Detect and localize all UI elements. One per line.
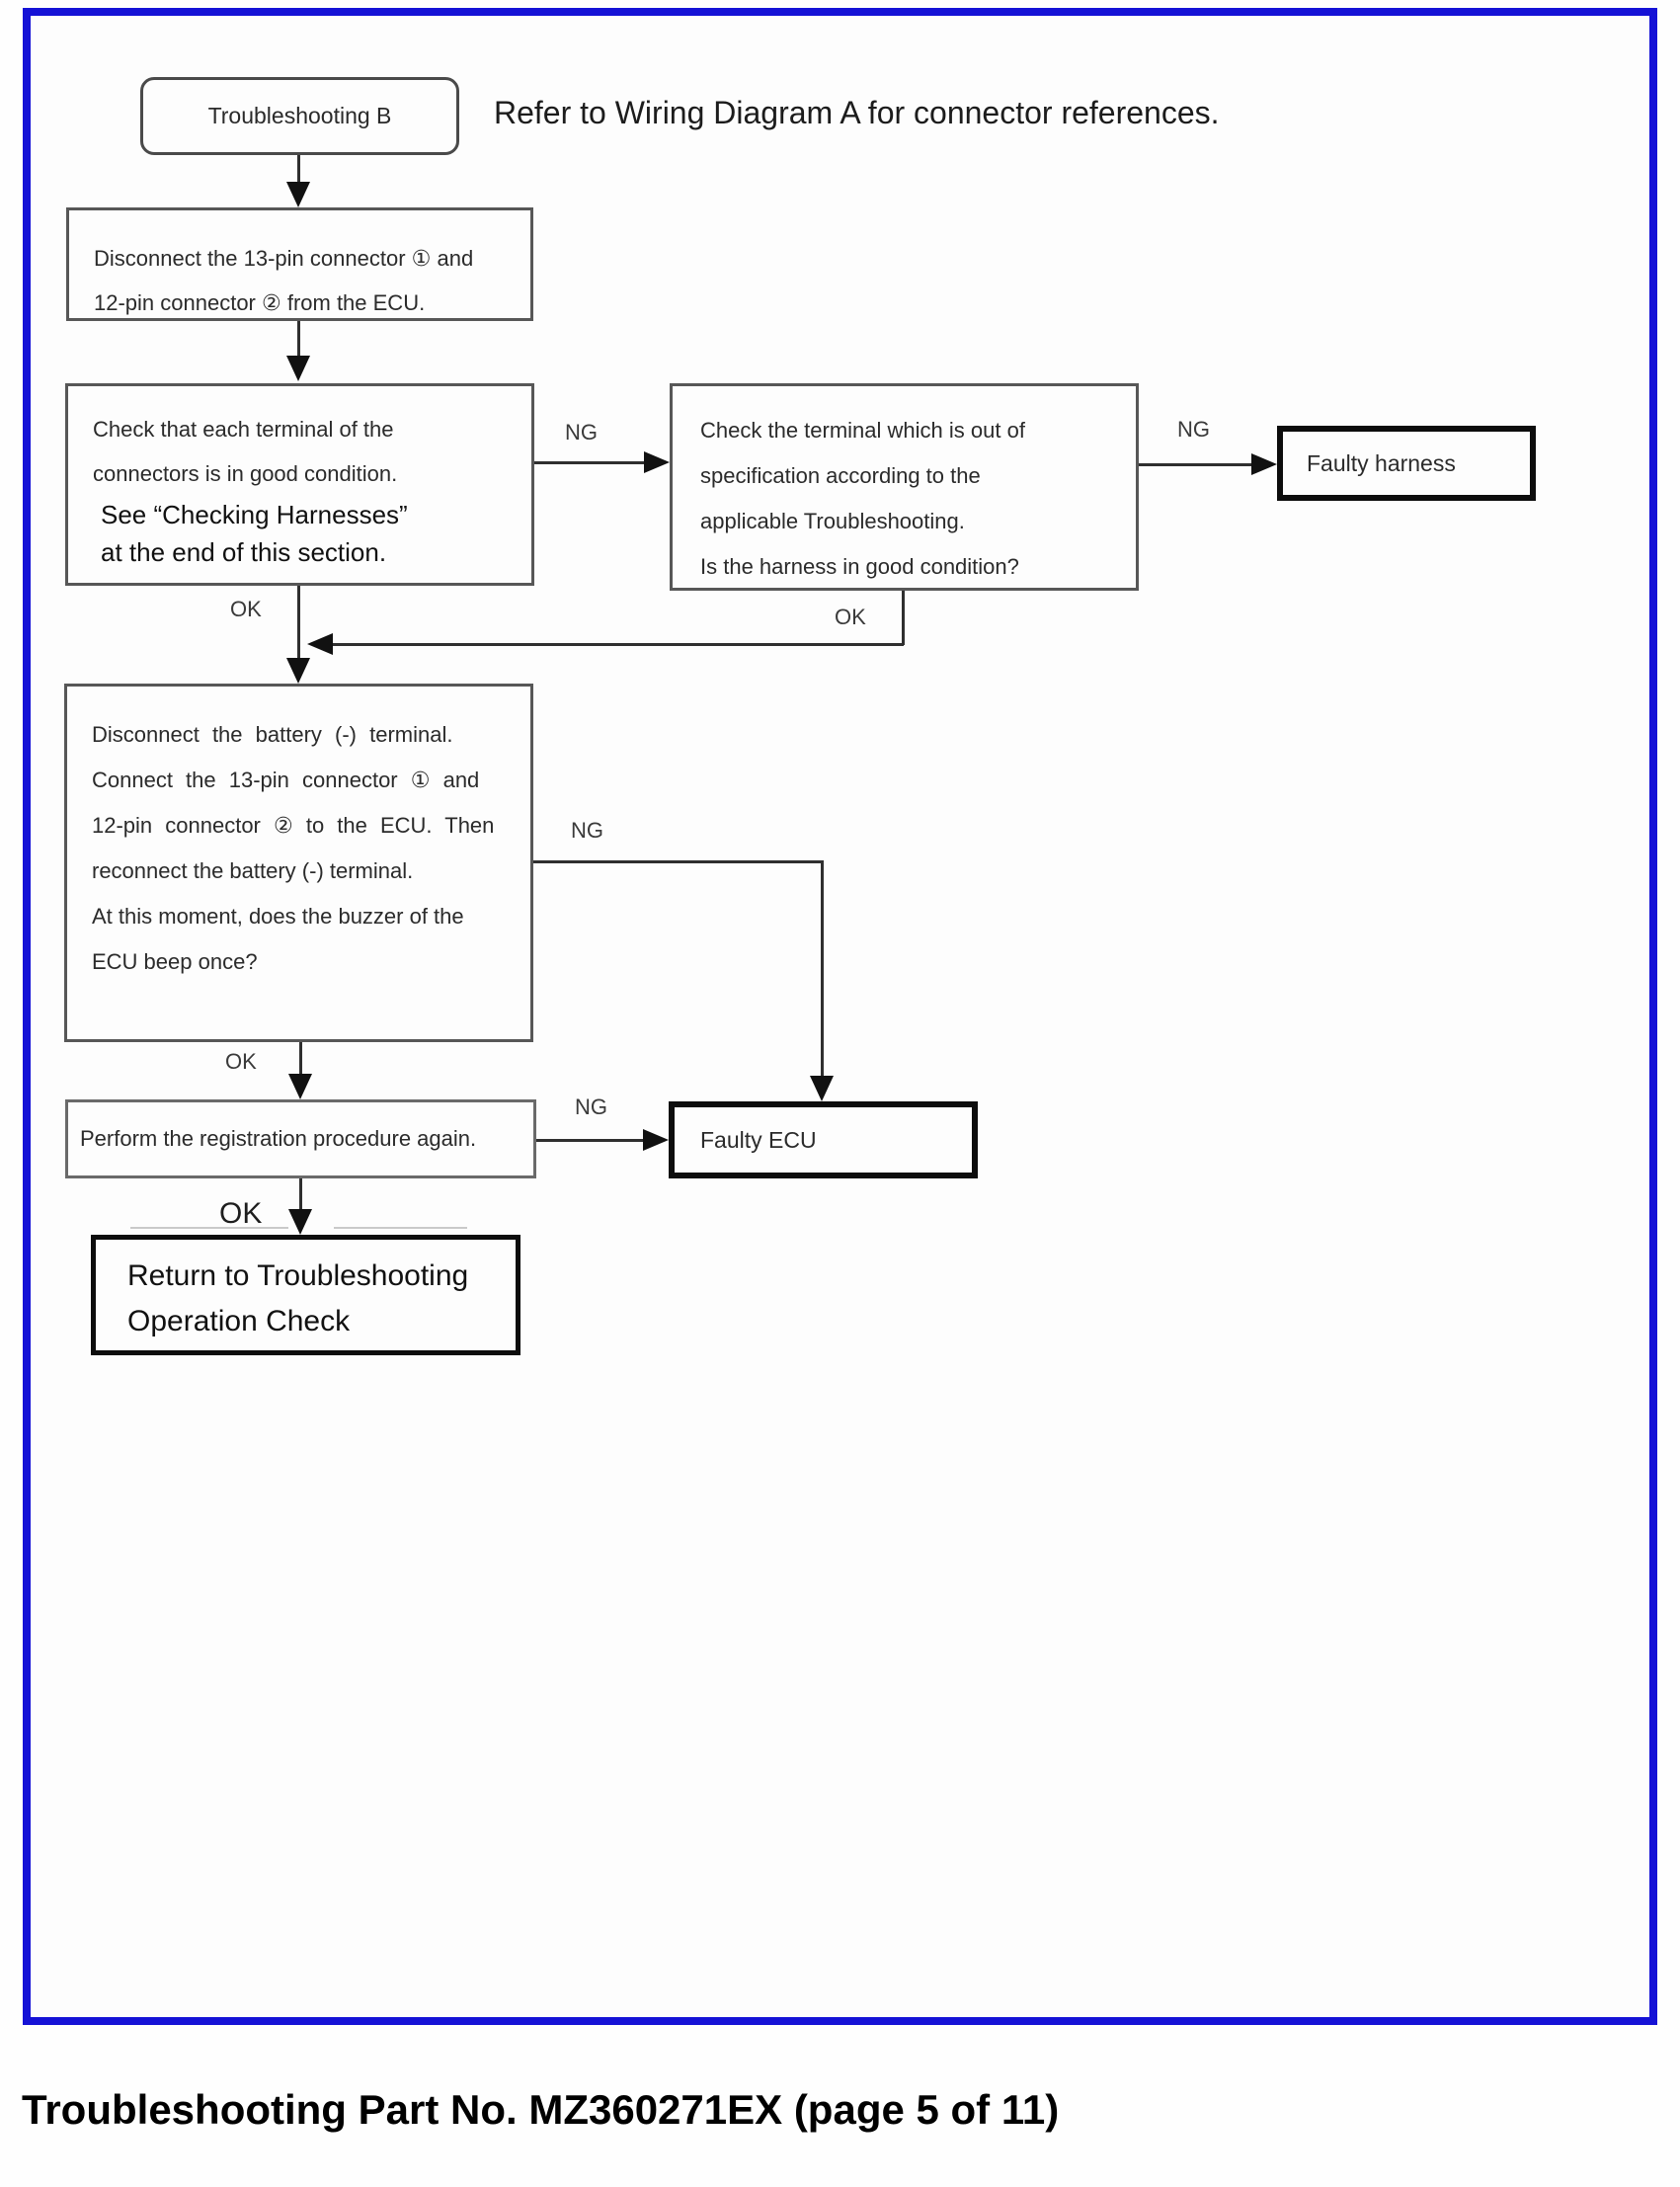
arrow-down-icon: [286, 182, 310, 207]
step-text-line: At this moment, does the buzzer of the: [92, 904, 464, 929]
connector-line: [902, 591, 905, 645]
ng-label: NG: [1177, 417, 1210, 442]
connector-line: [299, 1042, 302, 1076]
ng-label: NG: [571, 818, 603, 843]
connector-line: [297, 321, 300, 357]
start-node-label: Troubleshooting B: [207, 103, 392, 128]
step-text-line: Is the harness in good condition?: [700, 554, 1019, 579]
step-text-line: ECU beep once?: [92, 949, 258, 974]
scan-artifact-line: [130, 1227, 288, 1229]
ok-label: OK: [835, 605, 866, 629]
arrow-down-icon: [810, 1076, 834, 1101]
step-text-line: applicable Troubleshooting.: [700, 509, 965, 533]
connector-line: [297, 586, 300, 658]
step-text-line: Perform the registration procedure again…: [80, 1126, 477, 1151]
arrow-right-icon: [643, 1129, 669, 1151]
ok-label: OK: [219, 1197, 263, 1230]
step-battery-buzzer: Disconnect the battery (-) terminal. Con…: [64, 684, 533, 1042]
step-text-line: 12-pin connector ② from the ECU.: [94, 290, 426, 315]
arrow-down-icon: [288, 1209, 312, 1235]
arrow-right-icon: [1251, 453, 1277, 475]
ok-label: OK: [225, 1049, 257, 1074]
arrow-down-icon: [288, 1074, 312, 1099]
result-label: Faulty ECU: [700, 1126, 817, 1153]
step-text-line: Connect the 13-pin connector ① and: [92, 768, 480, 792]
step-text-line: reconnect the battery (-) terminal.: [92, 858, 414, 883]
start-node-troubleshooting-b: Troubleshooting B: [140, 77, 459, 155]
step-check-terminals: Check that each terminal of the connecto…: [65, 383, 534, 586]
arrow-down-icon: [286, 658, 310, 684]
ok-label: OK: [230, 597, 262, 621]
arrow-left-icon: [307, 633, 333, 655]
ng-label: NG: [565, 420, 598, 445]
result-text-line: Return to Troubleshooting: [127, 1259, 469, 1292]
result-text-line: Operation Check: [127, 1305, 351, 1337]
step-text-line: Disconnect the 13-pin connector ① and: [94, 246, 474, 271]
arrow-right-icon: [644, 451, 670, 473]
step-check-specification: Check the terminal which is out of speci…: [670, 383, 1139, 591]
connector-line: [1139, 463, 1251, 466]
connector-line: [299, 1178, 302, 1211]
step-registration-again: Perform the registration procedure again…: [65, 1099, 536, 1178]
page-caption: Troubleshooting Part No. MZ360271EX (pag…: [22, 2086, 1060, 2133]
step-disconnect-connectors: Disconnect the 13-pin connector ① and 12…: [66, 207, 533, 321]
result-faulty-ecu: Faulty ECU: [669, 1101, 978, 1178]
connector-line: [821, 860, 824, 1076]
step-text-line: Disconnect the battery (-) terminal.: [92, 722, 453, 747]
arrow-down-icon: [286, 356, 310, 381]
connector-line: [331, 643, 904, 646]
connector-line: [534, 461, 646, 464]
step-text-line: Check the terminal which is out of: [700, 418, 1025, 443]
connector-line: [536, 1139, 645, 1142]
result-return-to-troubleshooting: Return to Troubleshooting Operation Chec…: [91, 1235, 520, 1355]
connector-line: [297, 155, 300, 184]
step-text-line: at the end of this section.: [101, 537, 387, 567]
step-text-line: specification according to the: [700, 463, 981, 488]
connector-line: [533, 860, 823, 863]
result-label: Faulty harness: [1307, 449, 1456, 476]
step-text-line: connectors is in good condition.: [93, 461, 398, 486]
step-text-line: Check that each terminal of the: [93, 417, 394, 442]
ng-label: NG: [575, 1094, 607, 1119]
result-faulty-harness: Faulty harness: [1277, 426, 1536, 501]
step-text-line: See “Checking Harnesses”: [101, 500, 408, 529]
wiring-diagram-note: Refer to Wiring Diagram A for connector …: [494, 95, 1220, 130]
scan-artifact-line: [334, 1227, 467, 1229]
step-text-line: 12-pin connector ② to the ECU. Then: [92, 813, 495, 838]
